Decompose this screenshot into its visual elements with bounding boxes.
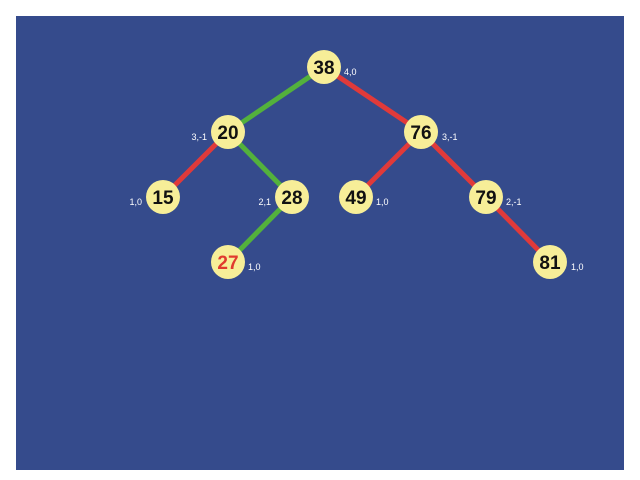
node-meta-label: 2,1 — [258, 197, 271, 207]
edge-38-76 — [322, 64, 423, 135]
node-circle — [469, 180, 503, 214]
node-meta-label: 1,0 — [248, 262, 261, 272]
node-meta-label: 1,0 — [571, 262, 584, 272]
edges-layer — [161, 64, 552, 264]
edge-38-20 — [226, 64, 326, 135]
node-circle — [307, 50, 341, 84]
node-value: 20 — [217, 123, 238, 144]
node-value: 28 — [281, 188, 302, 209]
node-value: 38 — [313, 58, 334, 79]
node-meta-label: 3,-1 — [191, 132, 207, 142]
node-value: 81 — [539, 253, 561, 274]
tree-node-15: 151,0 — [129, 180, 180, 214]
node-meta-label: 3,-1 — [442, 132, 458, 142]
node-circle — [339, 180, 373, 214]
node-meta-label: 1,0 — [129, 197, 142, 207]
node-circle — [533, 245, 567, 279]
node-value: 76 — [410, 123, 431, 144]
node-circle — [275, 180, 309, 214]
node-circle — [404, 115, 438, 149]
node-value: 49 — [345, 188, 366, 209]
tree-node-28: 282,1 — [258, 180, 309, 214]
node-circle — [211, 115, 245, 149]
node-value: 27 — [217, 253, 238, 274]
node-meta-label: 4,0 — [344, 67, 357, 77]
node-meta-label: 2,-1 — [506, 197, 522, 207]
node-value: 79 — [475, 188, 496, 209]
diagram-canvas — [16, 16, 624, 470]
tree-node-76: 76 3,-1 — [404, 115, 458, 149]
node-circle — [211, 245, 245, 279]
tree-node-20: 20 3,-1 — [191, 115, 245, 149]
node-circle — [146, 180, 180, 214]
node-value: 15 — [152, 188, 174, 209]
tree-node-79: 79 2,-1 — [469, 180, 522, 214]
node-meta-label: 1,0 — [376, 197, 389, 207]
